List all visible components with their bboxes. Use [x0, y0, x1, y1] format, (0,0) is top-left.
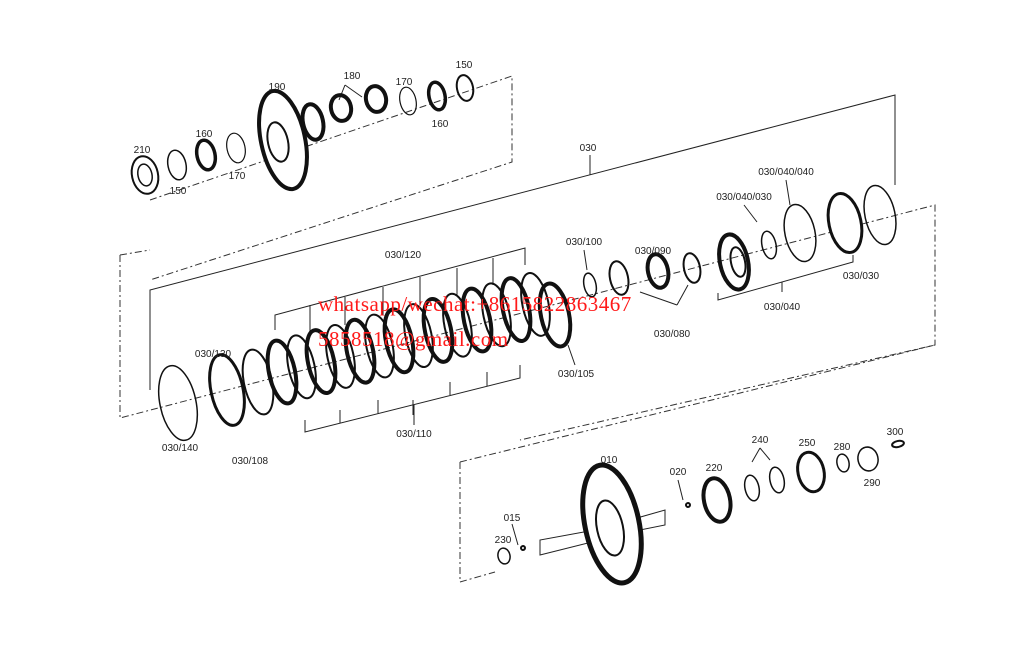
bracket-030: [149, 94, 896, 390]
upper-assembly-boundary: [149, 75, 513, 281]
ball-020: [685, 502, 691, 508]
clutch-plate-030-110: [481, 282, 512, 348]
part-label-170: 170: [229, 171, 246, 182]
part-label-160: 160: [432, 119, 449, 130]
bearing-220: [701, 476, 733, 524]
part-label-150: 150: [456, 60, 473, 71]
o-ring-030-040-030: [760, 230, 778, 260]
clutch-disc-030-120: [421, 296, 455, 364]
part-label-030: 030: [580, 143, 597, 154]
clutch-assembly-boundary: [119, 204, 936, 441]
bearing-210-bore: [137, 163, 153, 187]
part-label-290: 290: [864, 478, 881, 489]
part-label-015: 015: [504, 513, 521, 524]
clutch-plate-030-110: [364, 313, 395, 379]
part-label-030-040-040: 030/040/040: [758, 167, 814, 178]
part-label-160: 160: [196, 129, 213, 140]
needle-bearing-180a: [328, 93, 354, 123]
piston-030-040: [717, 232, 751, 292]
gear-010-hub: [595, 499, 625, 557]
gear-190-pinion: [300, 102, 326, 142]
part-label-230: 230: [495, 535, 512, 546]
ring-240a: [743, 474, 761, 502]
part-label-030-080: 030/080: [654, 329, 691, 340]
part-label-030-105: 030/105: [558, 369, 595, 380]
clutch-plate-030-110: [403, 303, 434, 369]
snap-ring-030-140: [157, 364, 199, 442]
plate-030-130: [208, 353, 246, 427]
gear-010: [580, 462, 644, 586]
part-label-010: 010: [601, 455, 618, 466]
ring-230: [497, 547, 511, 565]
ring-150: [166, 149, 188, 181]
clutch-plate-030-110: [520, 271, 551, 337]
part-label-210: 210: [134, 145, 151, 156]
watermark-email: 5858518@gmail.com: [318, 327, 509, 351]
bracket-030-040: [717, 255, 854, 301]
clutch-plate-030-110: [325, 323, 356, 389]
ring-160: [426, 80, 448, 112]
ball-015: [520, 545, 526, 551]
piston-030-040-inner: [729, 246, 747, 278]
gear-190-hub: [266, 121, 290, 163]
part-label-150: 150: [170, 186, 187, 197]
bearing-210: [130, 155, 160, 195]
part-label-300: 300: [887, 427, 904, 438]
part-label-030-108: 030/108: [232, 456, 269, 467]
part-label-030-040: 030/040: [764, 302, 801, 313]
part-label-030-140: 030/140: [162, 443, 199, 454]
part-label-030-030: 030/030: [843, 271, 880, 282]
ring-280: [836, 453, 850, 473]
clutch-plate-030-110: [442, 292, 473, 358]
part-label-030-130: 030/130: [195, 349, 232, 360]
clutch-disc-030-120: [460, 286, 494, 354]
part-label-220: 220: [706, 463, 723, 474]
disc-030-105: [537, 281, 573, 349]
ring-170: [399, 86, 417, 116]
clutch-disc-030-120: [265, 338, 299, 406]
ring-170: [226, 132, 246, 164]
bolt-300: [891, 439, 905, 449]
clutch-disc-030-120: [499, 276, 533, 344]
watermark-contact: whatsapp/wechat:+8615822863467: [318, 292, 632, 316]
part-label-030-100: 030/100: [566, 237, 603, 248]
needle-bearing-180b: [363, 84, 389, 114]
ring-150: [455, 74, 475, 102]
clutch-disc-030-120: [343, 317, 377, 385]
shaft-assembly-boundary: [459, 344, 936, 583]
seal-250: [796, 450, 826, 494]
o-ring-030-040-040: [783, 203, 817, 263]
leaders: [338, 84, 791, 546]
bracket-030-120: [274, 247, 526, 335]
ring-030-100: [582, 272, 598, 298]
clutch-disc-030-120: [382, 307, 416, 375]
part-label-170: 170: [396, 77, 413, 88]
drum-030-030-front: [826, 191, 864, 255]
part-label-030-090: 030/090: [635, 246, 672, 257]
gear-190-teeth: [257, 88, 309, 192]
part-label-280: 280: [834, 442, 851, 453]
part-label-240: 240: [752, 435, 769, 446]
part-label-180: 180: [344, 71, 361, 82]
clutch-disc-030-120: [304, 328, 338, 396]
ring-160: [194, 138, 218, 172]
part-label-190: 190: [269, 82, 286, 93]
ring-240b: [768, 466, 786, 494]
ring-030-090: [645, 252, 671, 290]
part-label-030-120: 030/120: [385, 250, 422, 261]
seal-030-080b: [682, 252, 702, 284]
seal-030-080a: [608, 260, 630, 296]
parts-group: [130, 74, 905, 586]
part-label-250: 250: [799, 438, 816, 449]
drum-030-030-back: [863, 184, 897, 246]
clutch-plate-030-110: [286, 334, 317, 400]
part-label-030-040-030: 030/040/030: [716, 192, 772, 203]
cover-290: [857, 446, 879, 472]
part-label-020: 020: [670, 467, 687, 478]
part-label-030-110: 030/110: [396, 429, 432, 440]
